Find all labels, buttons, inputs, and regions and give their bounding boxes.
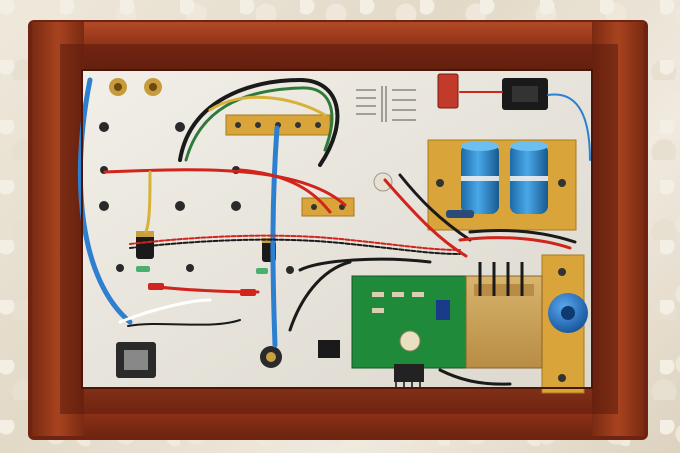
- mounting-screws: [99, 122, 294, 274]
- regulator-pcb: [351, 275, 467, 388]
- small-regulator-ic: [318, 340, 340, 358]
- rotary-switch: [260, 346, 282, 368]
- power-inlet-area: [437, 73, 548, 110]
- volume-potentiometer: [116, 342, 156, 378]
- resistors: [136, 210, 474, 296]
- adjustment-potentiometer: [548, 293, 588, 333]
- rca-input-jacks: [109, 78, 162, 96]
- transformer-symbol-print: [356, 86, 416, 122]
- frame-inner-edge: [81, 69, 593, 389]
- filter-capacitors: [461, 141, 548, 214]
- wiring: [77, 77, 591, 386]
- power-transformer: [465, 262, 543, 369]
